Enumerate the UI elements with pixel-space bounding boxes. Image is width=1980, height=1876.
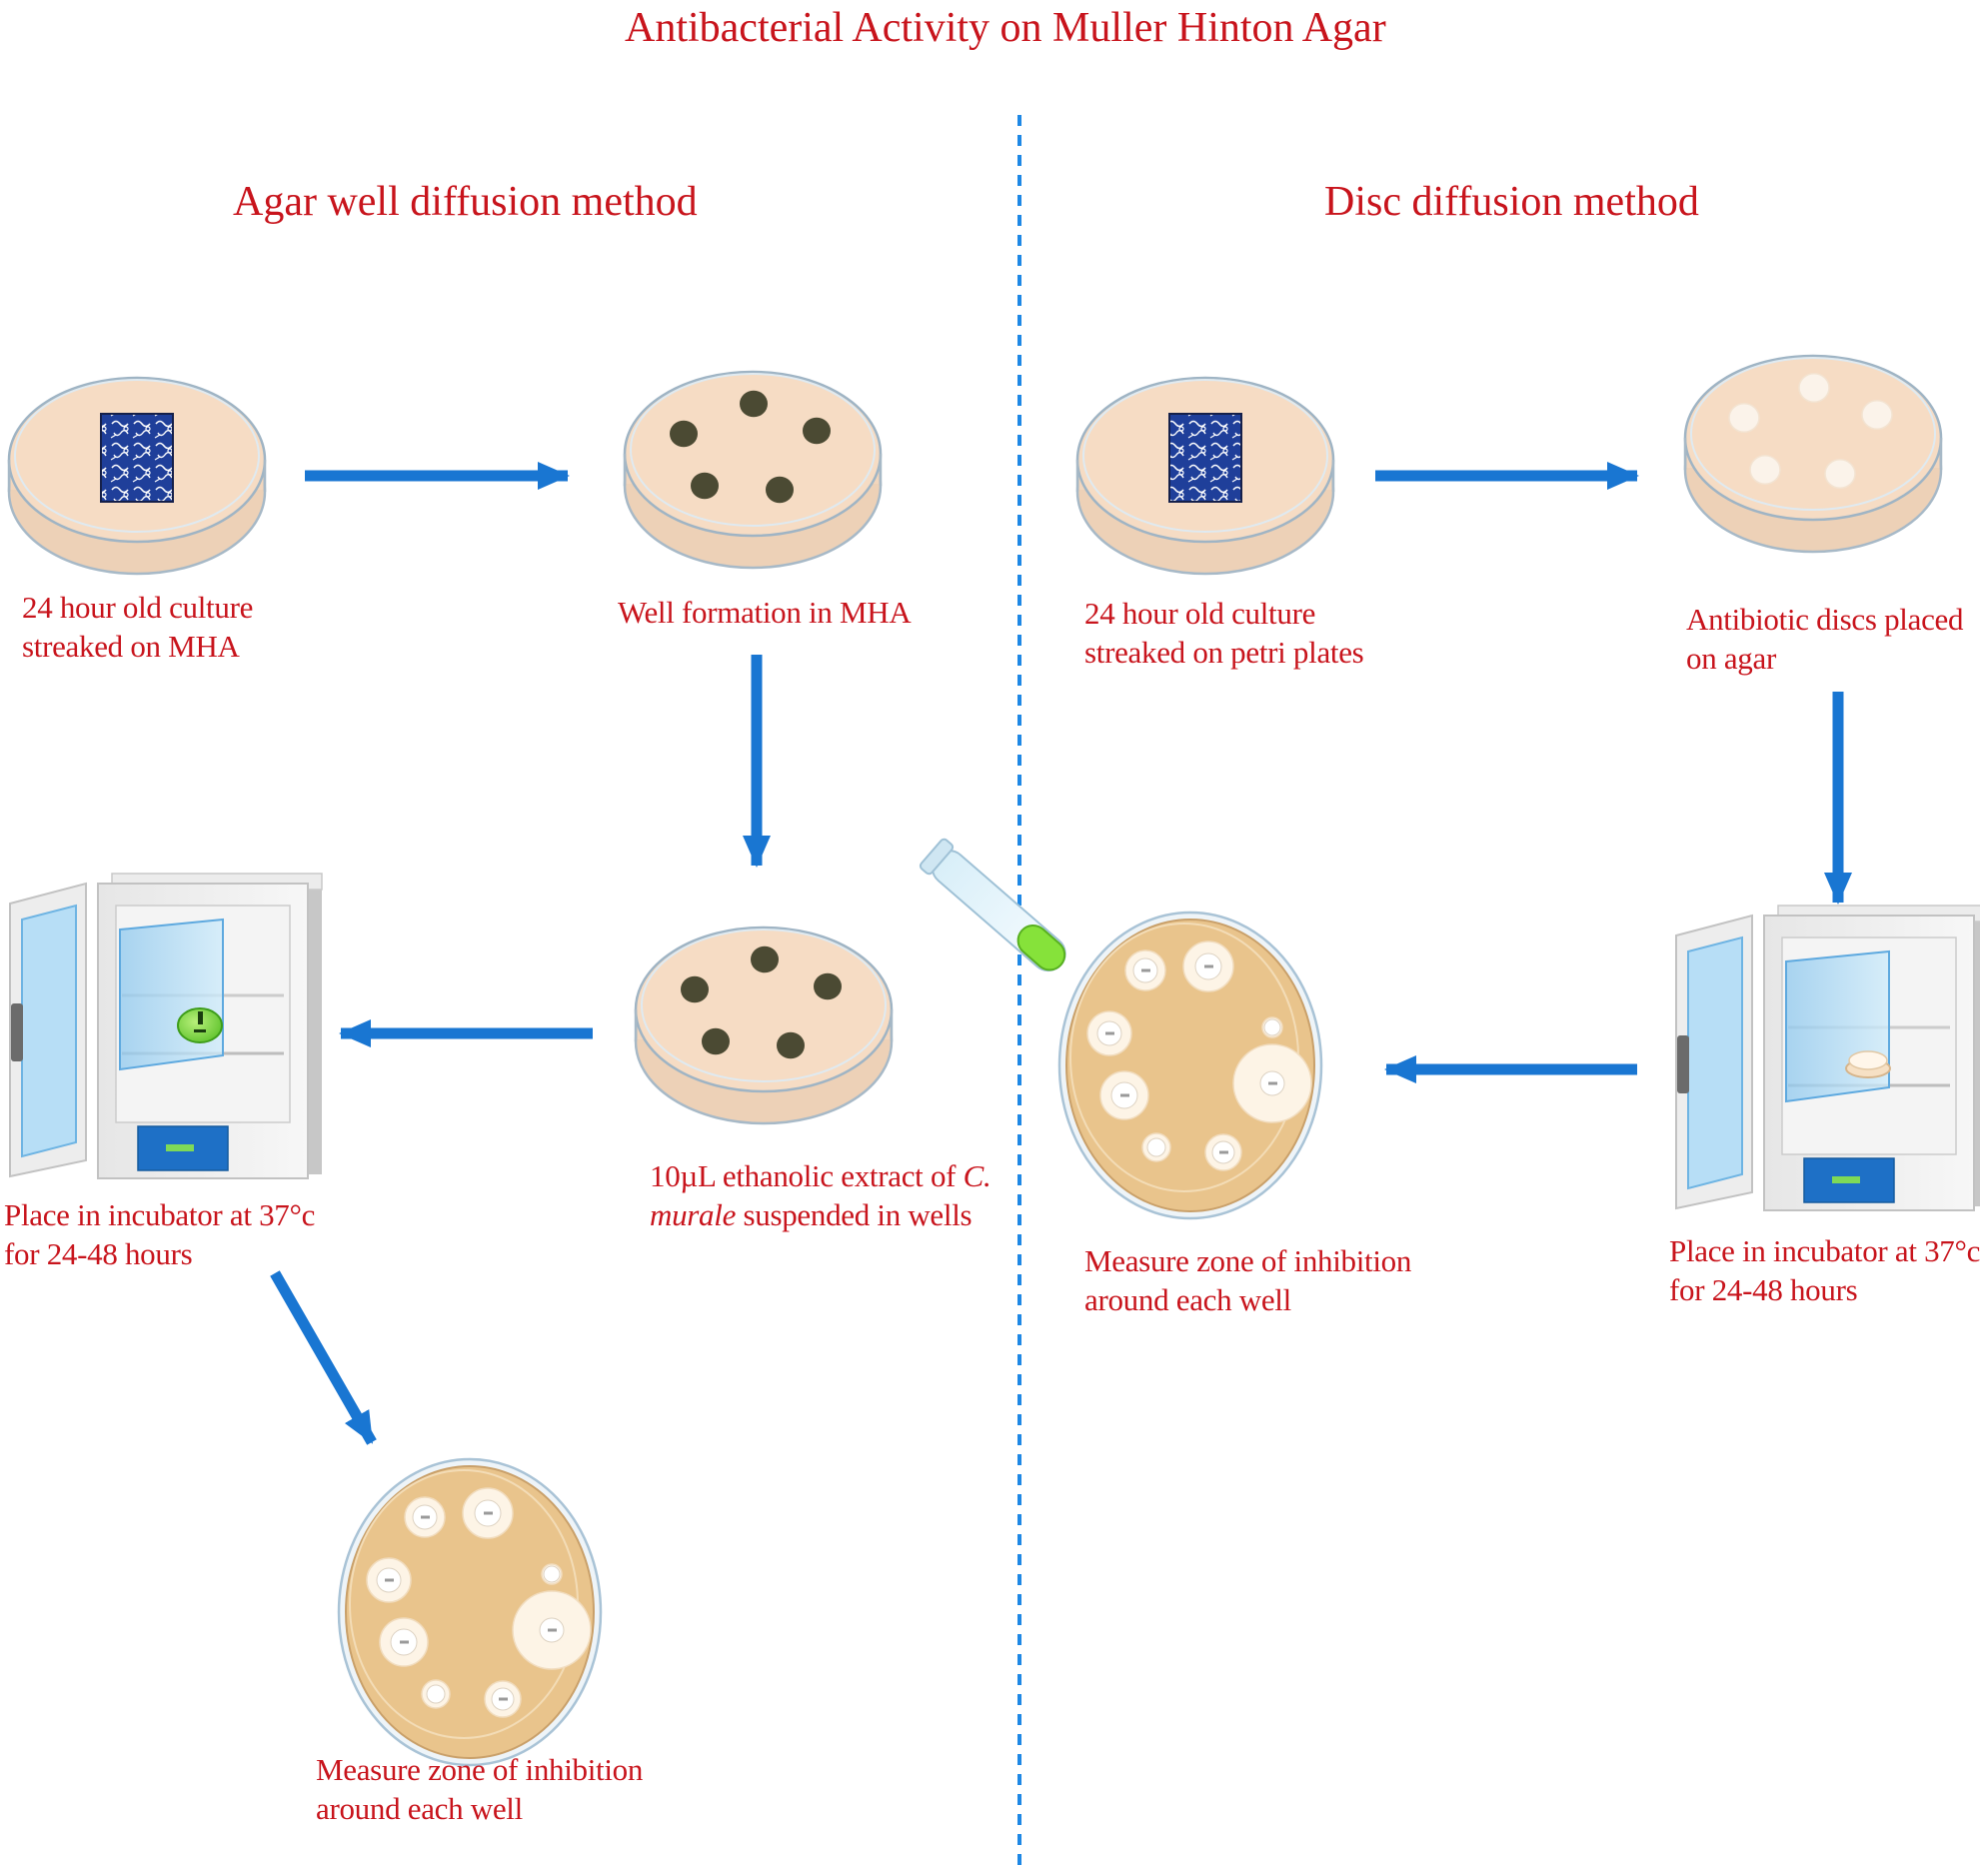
arrow-icon (270, 1270, 377, 1445)
zone-plate-icon (1057, 911, 1323, 1220)
agar-well (740, 390, 768, 418)
door-window (21, 904, 77, 1158)
right-step3-label: Place in incubator at 37°c for 24-48 hou… (1669, 1231, 1980, 1309)
petri-dish-icon (623, 370, 883, 570)
right-step2-line1: Antibiotic discs placed (1686, 602, 1964, 637)
petri-dish-icon (634, 926, 894, 1125)
inhibition-zone (484, 1680, 522, 1718)
inhibition-zone (1124, 949, 1166, 991)
left-step1-label: 24 hour old culture streaked on MHA (22, 588, 253, 666)
inner-door (1785, 949, 1890, 1103)
inhibition-zone (1232, 1043, 1312, 1123)
agar-well (814, 972, 842, 1000)
left-step4-line1: Place in incubator at 37°c (4, 1197, 316, 1232)
left-heading: Agar well diffusion method (233, 179, 698, 225)
agar-well (702, 1027, 730, 1055)
left-step3-species: murale (650, 1197, 737, 1232)
inhibition-zone (462, 1487, 514, 1539)
streak-culture-icon (1168, 413, 1242, 503)
left-step4-label: Place in incubator at 37°c for 24-48 hou… (4, 1195, 315, 1273)
diagram-title: Antibacterial Activity on Muller Hinton … (625, 5, 1386, 51)
right-step4-line1: Measure zone of inhibition (1084, 1243, 1412, 1278)
petri-dish-icon (7, 376, 267, 576)
left-step3-label: 10µL ethanolic extract of C. murale susp… (650, 1156, 991, 1234)
incubator-icon (9, 873, 323, 1179)
inhibition-zone (1261, 1016, 1283, 1038)
right-step4-line2: around each well (1084, 1282, 1291, 1317)
right-step1-line1: 24 hour old culture (1084, 596, 1316, 631)
streak-culture-icon (100, 413, 174, 503)
zone-plate-icon (337, 1457, 603, 1767)
right-step1-line2: streaked on petri plates (1084, 635, 1364, 670)
door-handle (1677, 1035, 1689, 1093)
right-step3-line1: Place in incubator at 37°c (1669, 1233, 1980, 1268)
left-step3-genus: C. (963, 1158, 991, 1193)
right-step2-label: Antibiotic discs placed on agar (1686, 600, 1964, 678)
inhibition-zone (1086, 1010, 1132, 1056)
agar-well (691, 472, 719, 500)
left-step3-line2-text: suspended in wells (736, 1197, 973, 1232)
inhibition-zone (404, 1496, 446, 1538)
left-step1-line2: streaked on MHA (22, 629, 240, 664)
inhibition-zone (541, 1563, 563, 1585)
right-step2-line2: on agar (1686, 641, 1776, 676)
petri-dish-icon (1075, 376, 1335, 576)
inhibition-zone (379, 1617, 429, 1667)
antibiotic-disc (1861, 400, 1893, 430)
antibiotic-disc (1728, 403, 1760, 433)
inhibition-zone (1099, 1070, 1149, 1120)
inhibition-zone (366, 1557, 412, 1603)
right-step1-label: 24 hour old culture streaked on petri pl… (1084, 594, 1364, 672)
antibiotic-disc (1824, 459, 1856, 489)
agar-well (751, 945, 779, 973)
door-window (1687, 936, 1743, 1190)
left-step5-line2: around each well (316, 1791, 523, 1826)
agar-well (777, 1031, 805, 1059)
inhibition-zone (1141, 1132, 1171, 1162)
antibiotic-disc (1798, 373, 1830, 403)
right-step4-label: Measure zone of inhibition around each w… (1084, 1241, 1411, 1319)
agar-well (670, 420, 698, 448)
agar-well (803, 417, 831, 445)
left-step2-label: Well formation in MHA (618, 595, 912, 630)
agar-well (681, 975, 709, 1003)
inhibition-zone (1204, 1133, 1242, 1171)
left-step4-line2: for 24-48 hours (4, 1236, 193, 1271)
left-step3-line1: 10µL ethanolic extract of C. (650, 1156, 991, 1195)
right-heading: Disc diffusion method (1324, 179, 1699, 225)
petri-dish-icon (177, 1007, 223, 1043)
petri-dish-icon (1683, 354, 1943, 554)
left-step1-line1: 24 hour old culture (22, 590, 254, 625)
inner-door (119, 918, 224, 1071)
left-step3-line2: murale suspended in wells (650, 1195, 990, 1234)
test-tube-icon (919, 838, 1066, 972)
right-step3-line2: for 24-48 hours (1669, 1272, 1858, 1307)
left-step5-label: Measure zone of inhibition around each w… (316, 1750, 643, 1828)
inhibition-zone (512, 1590, 592, 1670)
inhibition-zone (1182, 940, 1234, 992)
inhibition-zone (421, 1679, 451, 1709)
incubator-icon (1675, 905, 1980, 1211)
left-step5-line1: Measure zone of inhibition (316, 1752, 644, 1787)
agar-well (766, 476, 794, 504)
left-step3-line1-text: 10µL ethanolic extract of (650, 1158, 964, 1193)
door-handle (11, 1003, 23, 1061)
antibiotic-disc (1749, 455, 1781, 485)
